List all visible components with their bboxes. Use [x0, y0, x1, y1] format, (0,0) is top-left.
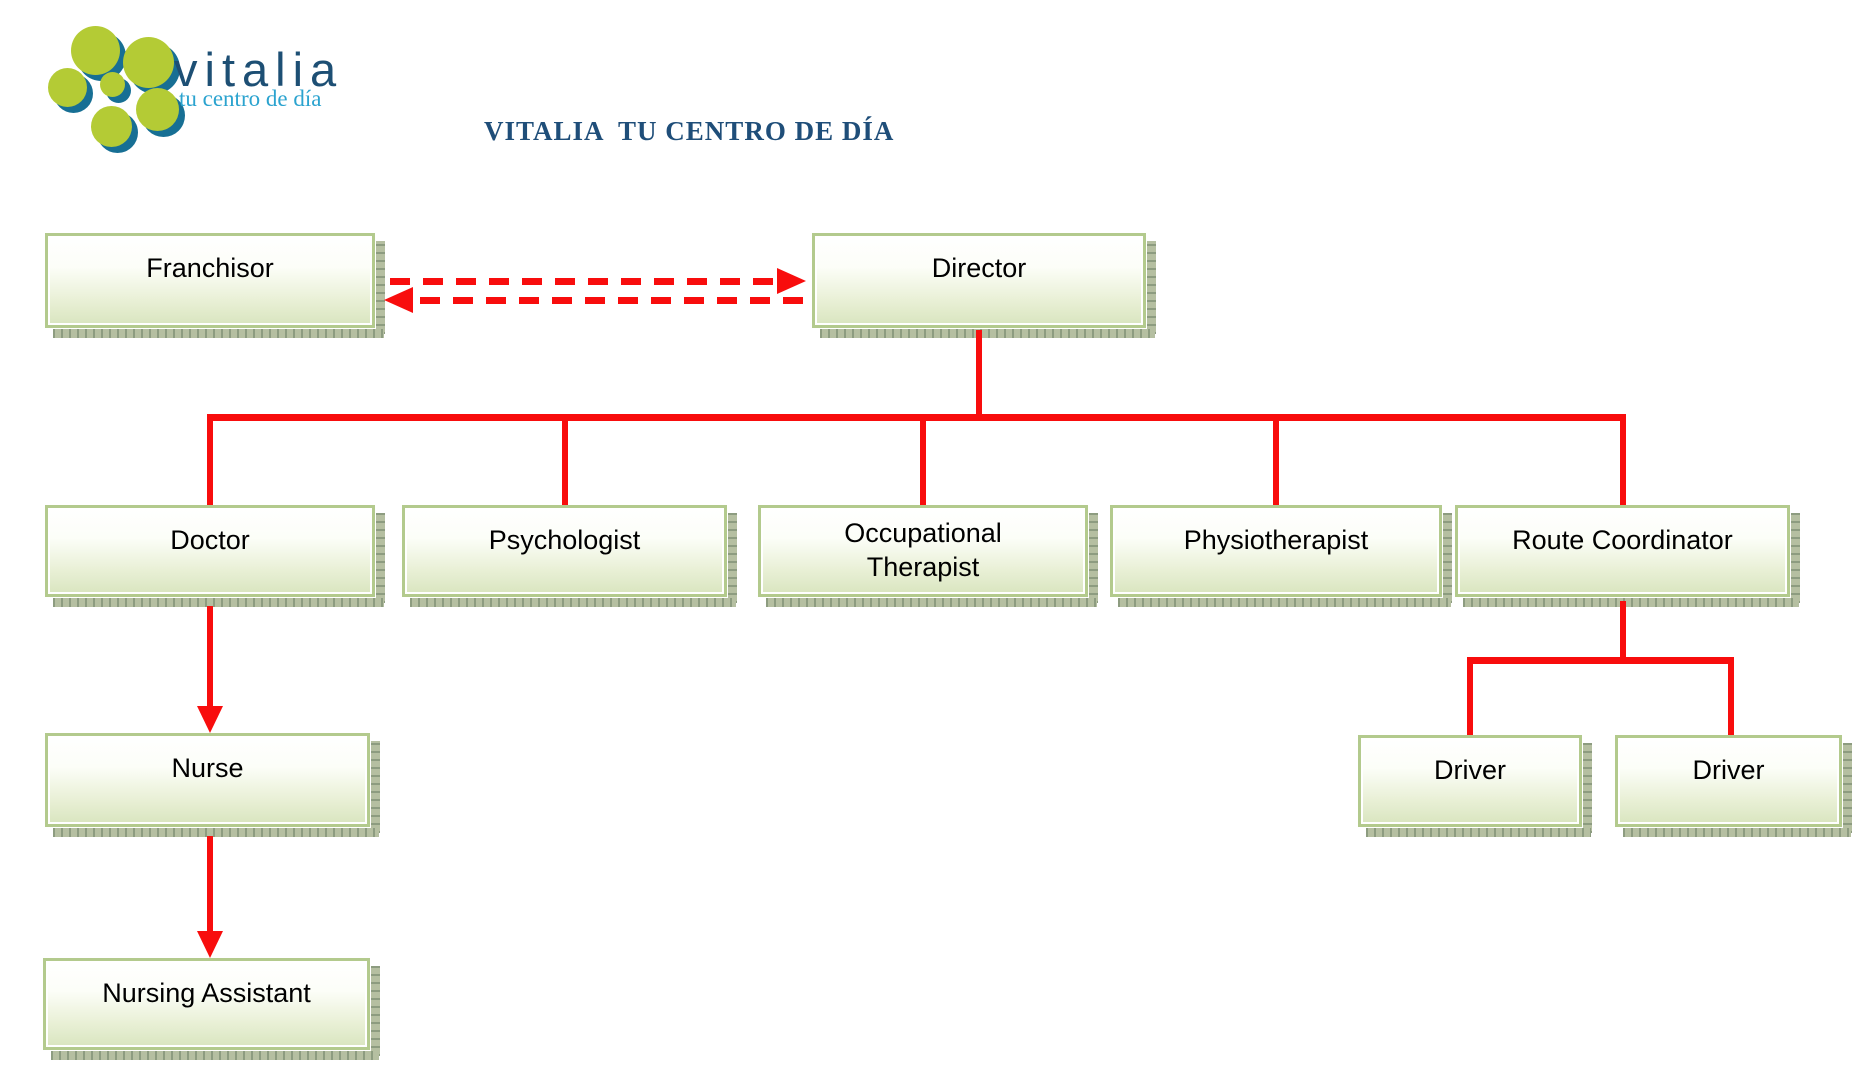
node-nurse: Nurse [45, 733, 380, 837]
node-label: Physiotherapist [1183, 525, 1369, 555]
connector-director-children-bar [207, 414, 1626, 421]
node-label: Franchisor [146, 253, 274, 283]
node-label: Nurse [171, 753, 244, 783]
node-label: Doctor [170, 525, 250, 555]
connector-drop-doctor [207, 418, 213, 505]
node-label: Occupational Therapist [844, 518, 1002, 582]
page-title: VITALIA TU CENTRO DE DÍA [484, 116, 895, 146]
logo-circle-icon [71, 26, 120, 75]
node-occupational-therapist: Occupational Therapist [758, 505, 1098, 607]
connector-drop-driver-1 [1467, 660, 1473, 735]
node-driver-1: Driver [1358, 735, 1592, 837]
node-psychologist: Psychologist [402, 505, 737, 607]
logo-circle-icon [136, 88, 179, 131]
arrow-doctor-nurse-shaft [207, 606, 213, 706]
connector-drop-driver-2 [1728, 660, 1734, 735]
connector-drop-physiotherapist [1273, 418, 1279, 505]
node-label: Route Coordinator [1512, 525, 1733, 555]
logo-circle-icon [100, 72, 125, 97]
connector-drop-route-coordinator [1620, 418, 1626, 505]
connector-route-drivers-bar [1467, 657, 1734, 664]
node-label: Driver [1692, 755, 1765, 785]
logo-tagline-text: tu centro de día [179, 86, 322, 111]
connector-drop-occupational-therapist [920, 418, 926, 505]
node-driver-2: Driver [1615, 735, 1852, 837]
vitalia-logo: vitalia tu centro de día [0, 0, 360, 160]
connector-director-riser [976, 330, 982, 417]
logo-circle-icon [123, 37, 174, 88]
connector-drop-psychologist [562, 418, 568, 505]
logo-brand-text: vitalia [174, 43, 344, 96]
node-label: Driver [1434, 755, 1506, 785]
connector-route-riser [1620, 601, 1626, 660]
node-label: Psychologist [488, 525, 641, 555]
node-nursing-assistant: Nursing Assistant [43, 958, 380, 1060]
arrow-nurse-nursing-assistant-shaft [207, 836, 213, 931]
node-label: Director [931, 253, 1027, 283]
node-label: Nursing Assistant [102, 978, 311, 1008]
logo-circle-icon [48, 68, 87, 107]
dashed-arrowhead-right [777, 268, 806, 294]
node-franchisor: Franchisor [45, 233, 385, 338]
arrow-doctor-nurse-head [197, 706, 223, 733]
dashed-arrow-director-to-franchisor [420, 297, 810, 304]
node-doctor: Doctor [45, 505, 385, 607]
arrow-nurse-nursing-assistant-head [197, 931, 223, 958]
node-physiotherapist: Physiotherapist [1110, 505, 1452, 607]
dashed-arrow-franchisor-to-director [390, 278, 773, 285]
dashed-arrowhead-left [384, 287, 413, 313]
node-director: Director [812, 233, 1156, 338]
logo-circle-icon [91, 106, 132, 147]
node-route-coordinator: Route Coordinator [1455, 505, 1800, 607]
